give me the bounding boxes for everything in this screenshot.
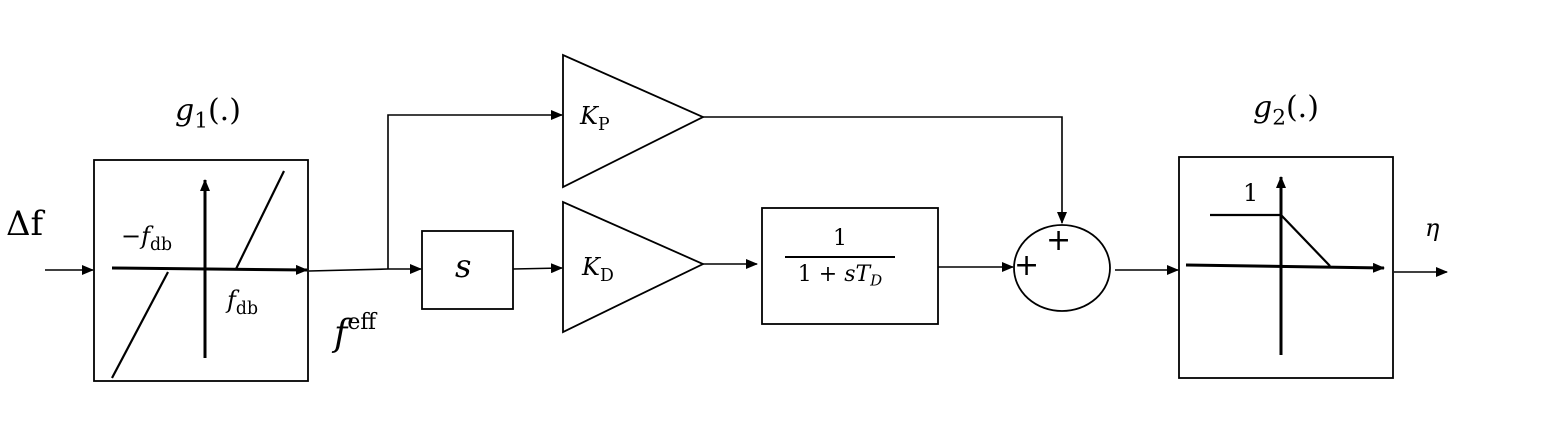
lowpass-block	[761, 207, 939, 325]
g1-block	[93, 159, 309, 382]
derivative-block	[421, 230, 514, 310]
g1-title: g1(.)	[175, 93, 241, 134]
g2-level-label: 1	[1243, 179, 1259, 207]
feff-to-kp-path	[387, 110, 563, 269]
derivative-label: s	[455, 247, 472, 285]
summer-top-sign: +	[1046, 223, 1072, 258]
kp-gain-triangle	[562, 53, 706, 189]
g2-horizontal-axis	[1185, 262, 1385, 273]
output-signal-label: η	[1425, 214, 1440, 242]
g1-positive-deadband-label: fdb	[227, 286, 258, 320]
kp-label: KP	[580, 102, 610, 136]
input-signal-label: Δf	[6, 204, 44, 244]
summing-junction	[1013, 224, 1111, 312]
feff-line	[308, 268, 389, 272]
g1-horizontal-axis	[111, 264, 308, 275]
lowpass-numerator: 1	[833, 226, 847, 251]
lowpass-transfer-function: 1 1 + sTD	[785, 226, 895, 293]
g1-negative-deadband-label: −fdb	[121, 222, 173, 256]
fraction-bar	[785, 256, 895, 258]
kd-label: KD	[582, 253, 614, 287]
derivative-to-kd-arrow	[512, 263, 563, 274]
effective-frequency-label: feff	[334, 310, 376, 355]
kd-gain-triangle	[562, 200, 706, 334]
g1-deadband-lower-slope	[111, 271, 169, 379]
g1-deadband-upper-slope	[235, 170, 285, 270]
kp-to-summer-path	[703, 116, 1067, 224]
g2-characteristic-curve	[1210, 213, 1331, 267]
lowpass-denominator: 1 + sTD	[797, 261, 883, 290]
g2-title: g2(.)	[1253, 90, 1319, 131]
summer-left-sign: +	[1014, 248, 1040, 283]
g2-block	[1178, 156, 1394, 379]
